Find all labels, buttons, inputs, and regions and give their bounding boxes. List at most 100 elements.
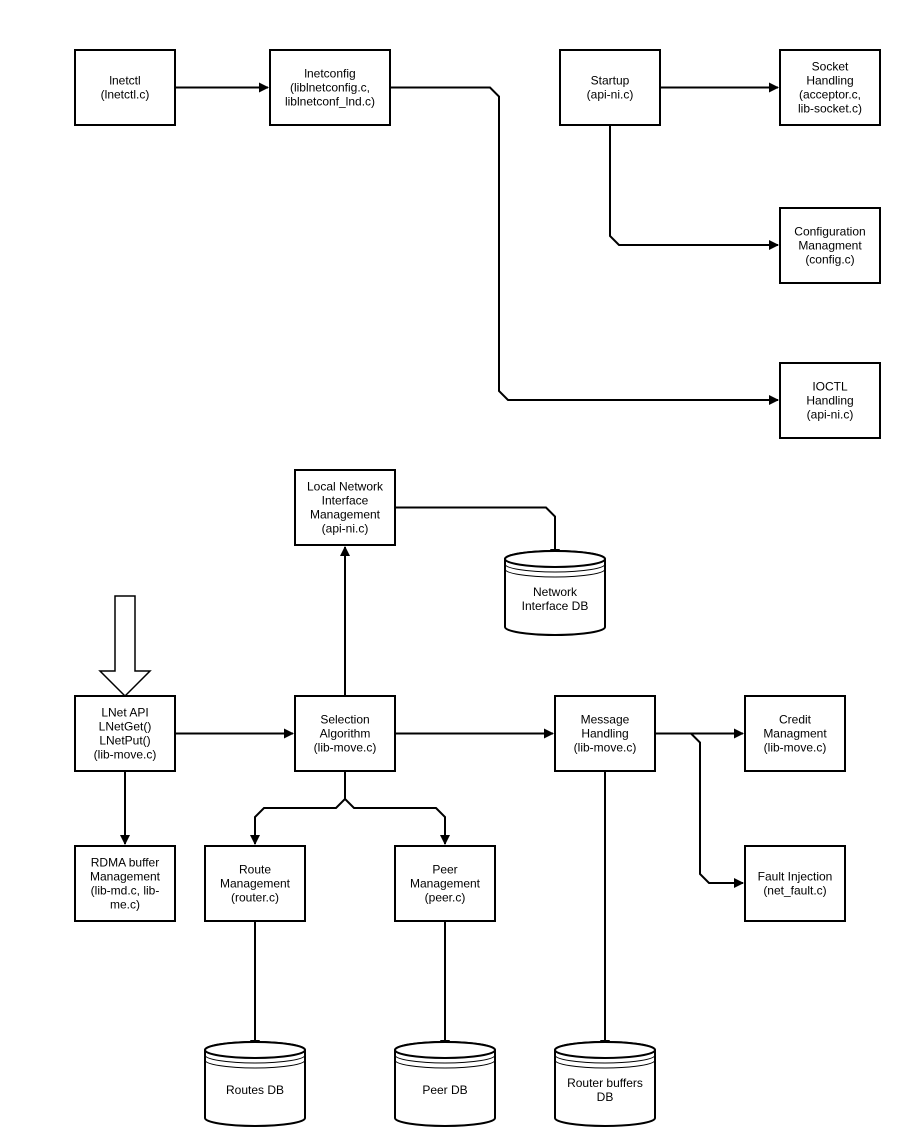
node-socket-box bbox=[779, 49, 881, 126]
node-config-box bbox=[779, 207, 881, 284]
node-startup-label-line: Startup bbox=[591, 74, 630, 88]
node-localni-label-line: Interface bbox=[322, 494, 369, 508]
node-localni-label-line: Management bbox=[310, 508, 381, 522]
node-localni: Local NetworkInterfaceManagement(api-ni.… bbox=[294, 469, 396, 546]
node-rdma-label-line: (lib-md.c, lib- bbox=[91, 884, 160, 898]
node-lnetctl: lnetctl(lnetctl.c) bbox=[74, 49, 176, 126]
entry-arrow-group bbox=[98, 595, 152, 698]
node-lnetconfig-label-line: (liblnetconfig.c, bbox=[290, 81, 370, 95]
database-nidb-ring bbox=[504, 568, 606, 578]
node-message-label-line: Message bbox=[581, 713, 630, 727]
node-lnetapi-box bbox=[74, 695, 176, 772]
node-fault: Fault Injection(net_fault.c) bbox=[744, 845, 846, 922]
node-peer-label-line: Peer bbox=[432, 863, 457, 877]
node-route-label-line: (router.c) bbox=[231, 891, 279, 905]
node-localni-label-line: Local Network bbox=[307, 480, 384, 494]
node-fault-label-line: Fault Injection bbox=[758, 870, 833, 884]
node-selection-box bbox=[294, 695, 396, 772]
database-peerdb-top bbox=[394, 1041, 496, 1059]
nodes: lnetctl(lnetctl.c) lnetconfig(liblnetconf… bbox=[74, 49, 881, 1127]
connector-message-to-fault bbox=[655, 732, 744, 888]
node-rdma-label-line: Management bbox=[90, 870, 161, 884]
node-socket-label-line: Socket bbox=[812, 60, 849, 74]
node-rdma-label-line: me.c) bbox=[110, 898, 140, 912]
node-config-label-line: Managment bbox=[798, 239, 862, 253]
node-credit-label-line: Managment bbox=[763, 727, 827, 741]
entry-arrow-icon bbox=[98, 595, 152, 698]
node-localni-box bbox=[294, 469, 396, 546]
node-lnetapi-label-line: LNet API bbox=[101, 706, 148, 720]
node-socket-label-line: Handling bbox=[806, 74, 853, 88]
database-routesdb-ring bbox=[204, 1054, 306, 1064]
node-peer-label-line: (peer.c) bbox=[425, 891, 466, 905]
database-routerbufdb-label-line: DB bbox=[597, 1090, 614, 1104]
database-routesdb: Routes DB bbox=[204, 1041, 306, 1127]
node-route-box bbox=[204, 845, 306, 922]
node-peer-label-line: Management bbox=[410, 877, 481, 891]
node-selection-label-line: (lib-move.c) bbox=[314, 741, 377, 755]
node-startup-label-line: (api-ni.c) bbox=[587, 88, 634, 102]
node-ioctl-label-line: Handling bbox=[806, 394, 853, 408]
node-startup: Startup(api-ni.c) bbox=[559, 49, 661, 126]
database-routerbufdb-ring bbox=[554, 1059, 656, 1069]
database-peerdb-ring bbox=[394, 1054, 496, 1064]
node-lnetconfig: lnetconfig(liblnetconfig.c,liblnetconf_l… bbox=[269, 49, 391, 126]
node-lnetapi-label-line: LNetPut() bbox=[99, 734, 150, 748]
node-credit-box bbox=[744, 695, 846, 772]
node-message-label-line: Handling bbox=[581, 727, 628, 741]
connector-selection-to-peer bbox=[344, 771, 450, 845]
node-lnetconfig-label-line: lnetconfig bbox=[304, 67, 355, 81]
node-credit-label-line: (lib-move.c) bbox=[764, 741, 827, 755]
node-lnetapi-label-line: LNetGet() bbox=[99, 720, 152, 734]
database-nidb-top bbox=[504, 550, 606, 568]
node-startup-box bbox=[559, 49, 661, 126]
node-lnetctl-box bbox=[74, 49, 176, 126]
node-lnetapi-label-line: (lib-move.c) bbox=[94, 748, 157, 762]
node-route-label-line: Management bbox=[220, 877, 291, 891]
node-config-label-line: Configuration bbox=[794, 225, 865, 239]
node-lnetconfig-box bbox=[269, 49, 391, 126]
node-ioctl-label-line: (api-ni.c) bbox=[807, 408, 854, 422]
node-message-box bbox=[554, 695, 656, 772]
node-lnetconfig-label-line: liblnetconf_lnd.c) bbox=[285, 95, 375, 109]
database-routerbufdb-ring bbox=[554, 1054, 656, 1064]
node-config-label-line: (config.c) bbox=[805, 253, 854, 267]
database-routesdb-top bbox=[204, 1041, 306, 1059]
node-localni-label-line: (api-ni.c) bbox=[322, 522, 369, 536]
node-ioctl-label-line: IOCTL bbox=[812, 380, 848, 394]
node-rdma-box bbox=[74, 845, 176, 922]
node-credit-label-line: Credit bbox=[779, 713, 812, 727]
database-routesdb-label-line: Routes DB bbox=[226, 1083, 284, 1097]
database-routesdb-ring bbox=[204, 1059, 306, 1069]
connectors bbox=[120, 82, 779, 1050]
connector-startup-to-config bbox=[609, 125, 779, 250]
node-fault-box bbox=[744, 845, 846, 922]
node-rdma-label-line: RDMA buffer bbox=[91, 856, 159, 870]
database-peerdb-label-line: Peer DB bbox=[422, 1083, 467, 1097]
node-socket-label-line: lib-socket.c) bbox=[798, 102, 862, 116]
node-peer-box bbox=[394, 845, 496, 922]
connector-selection-to-route bbox=[250, 771, 346, 845]
node-socket-label-line: (acceptor.c, bbox=[799, 88, 861, 102]
database-nidb-ring bbox=[504, 563, 606, 573]
database-nidb-label-line: Interface DB bbox=[522, 599, 589, 613]
node-message-label-line: (lib-move.c) bbox=[574, 741, 637, 755]
database-routerbufdb-label-line: Router buffers bbox=[567, 1076, 643, 1090]
database-peerdb: Peer DB bbox=[394, 1041, 496, 1127]
node-lnetctl-label-line: (lnetctl.c) bbox=[101, 88, 150, 102]
node-selection-label-line: Selection bbox=[320, 713, 369, 727]
node-fault-label-line: (net_fault.c) bbox=[763, 884, 826, 898]
node-selection-label-line: Algorithm bbox=[320, 727, 371, 741]
node-route-label-line: Route bbox=[239, 863, 271, 877]
